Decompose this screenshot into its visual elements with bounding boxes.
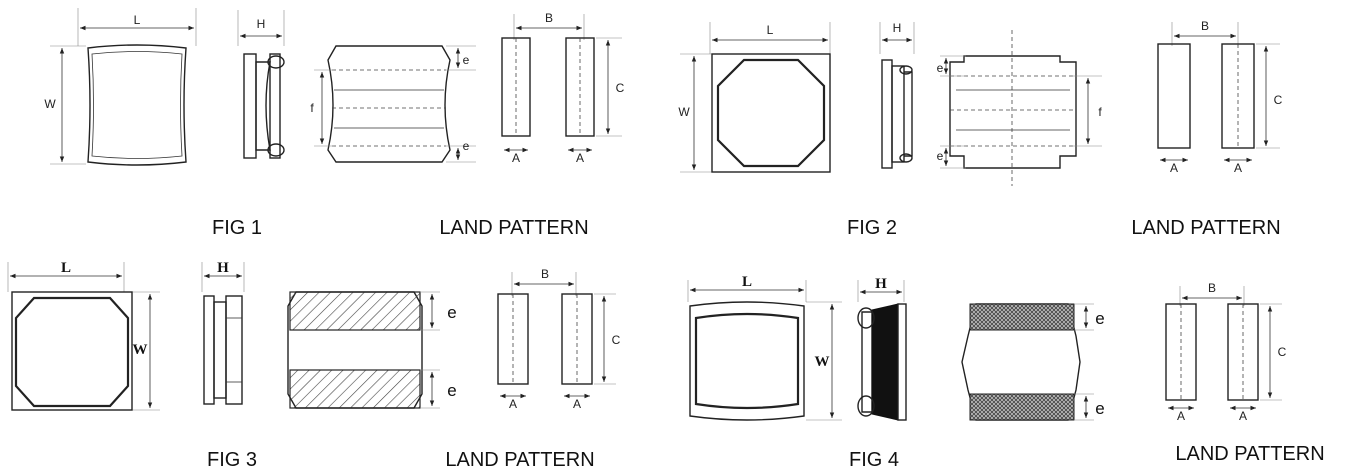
- fig4-dim-e-bottom: e: [1095, 399, 1104, 418]
- fig3-dim-L: L: [61, 260, 71, 276]
- fig3-bottom-view: e e: [287, 291, 457, 409]
- fig2-dim-e-bottom: e: [937, 149, 944, 163]
- fig1-bottom-view: e e f: [310, 45, 476, 163]
- fig1-side-view: H: [237, 10, 285, 159]
- fig4-top-view: L W: [687, 274, 842, 421]
- fig4-land-caption: LAND PATTERN: [1175, 443, 1324, 465]
- fig1-dim-W: W: [44, 97, 56, 111]
- fig4-dim-A-right: A: [1239, 409, 1247, 423]
- fig3-side-view: H: [201, 260, 245, 405]
- fig4-dim-A-left: A: [1177, 409, 1185, 423]
- fig2-dim-H: H: [893, 21, 902, 35]
- fig2-land-caption: LAND PATTERN: [1131, 217, 1280, 239]
- fig1-dim-H: H: [257, 17, 266, 31]
- fig3-dim-B: B: [541, 267, 549, 281]
- fig3-dim-A-left: A: [509, 397, 517, 411]
- fig4-dim-e-top: e: [1095, 309, 1104, 328]
- fig3-caption: FIG 3: [207, 449, 257, 471]
- fig4-dim-B: B: [1208, 281, 1216, 295]
- fig3-land-caption: LAND PATTERN: [445, 449, 594, 471]
- fig1-dim-B: B: [545, 11, 553, 25]
- fig4-caption: FIG 4: [849, 449, 899, 471]
- fig3-dim-H: H: [217, 260, 229, 276]
- fig2-caption: FIG 2: [847, 217, 897, 239]
- fig3-top-view: L W: [7, 260, 160, 411]
- fig3-dim-e-top: e: [447, 303, 456, 322]
- fig4-dim-C: C: [1278, 345, 1287, 359]
- fig2-dim-A-left: A: [1170, 161, 1178, 175]
- fig2-side-view: H: [879, 21, 915, 169]
- fig4-land-pattern: B C A A: [1165, 281, 1287, 423]
- fig2-dim-B: B: [1201, 19, 1209, 33]
- fig4-dim-L: L: [742, 274, 752, 290]
- fig1-dim-A-right: A: [576, 151, 584, 165]
- fig1-dim-e-bottom: e: [463, 139, 470, 153]
- fig2-dim-f: f: [1098, 105, 1102, 119]
- fig4-side-view: H: [857, 276, 907, 421]
- fig2-dim-A-right: A: [1234, 161, 1242, 175]
- fig1-dim-L: L: [134, 13, 141, 27]
- fig3-dim-C: C: [612, 333, 621, 347]
- fig1-caption: FIG 1: [212, 217, 262, 239]
- fig1-dim-C: C: [616, 81, 625, 95]
- fig4-bottom-view: e e: [961, 303, 1105, 421]
- fig3-land-pattern: B C A A: [497, 267, 621, 411]
- fig2-top-view: L W: [678, 22, 831, 173]
- fig2-bottom-view: e e f: [937, 30, 1102, 186]
- fig3-dim-W: W: [133, 342, 148, 358]
- fig1-land-pattern: B C A A: [501, 11, 625, 165]
- fig1-dim-f: f: [310, 101, 314, 115]
- fig1-dim-e-top: e: [463, 53, 470, 67]
- fig4-dim-H: H: [875, 276, 887, 292]
- fig3-dim-A-right: A: [573, 397, 581, 411]
- fig2-dim-W: W: [678, 105, 690, 119]
- fig1-land-caption: LAND PATTERN: [439, 217, 588, 239]
- fig3-dim-e-bottom: e: [447, 381, 456, 400]
- fig1-dim-A-left: A: [512, 151, 520, 165]
- fig4-dim-W: W: [815, 354, 830, 370]
- fig2-dim-e-top: e: [937, 61, 944, 75]
- fig1-top-view: L W: [44, 8, 197, 166]
- fig2-dim-C: C: [1274, 93, 1283, 107]
- fig2-dim-L: L: [767, 23, 774, 37]
- fig2-land-pattern: B C A A: [1157, 19, 1283, 175]
